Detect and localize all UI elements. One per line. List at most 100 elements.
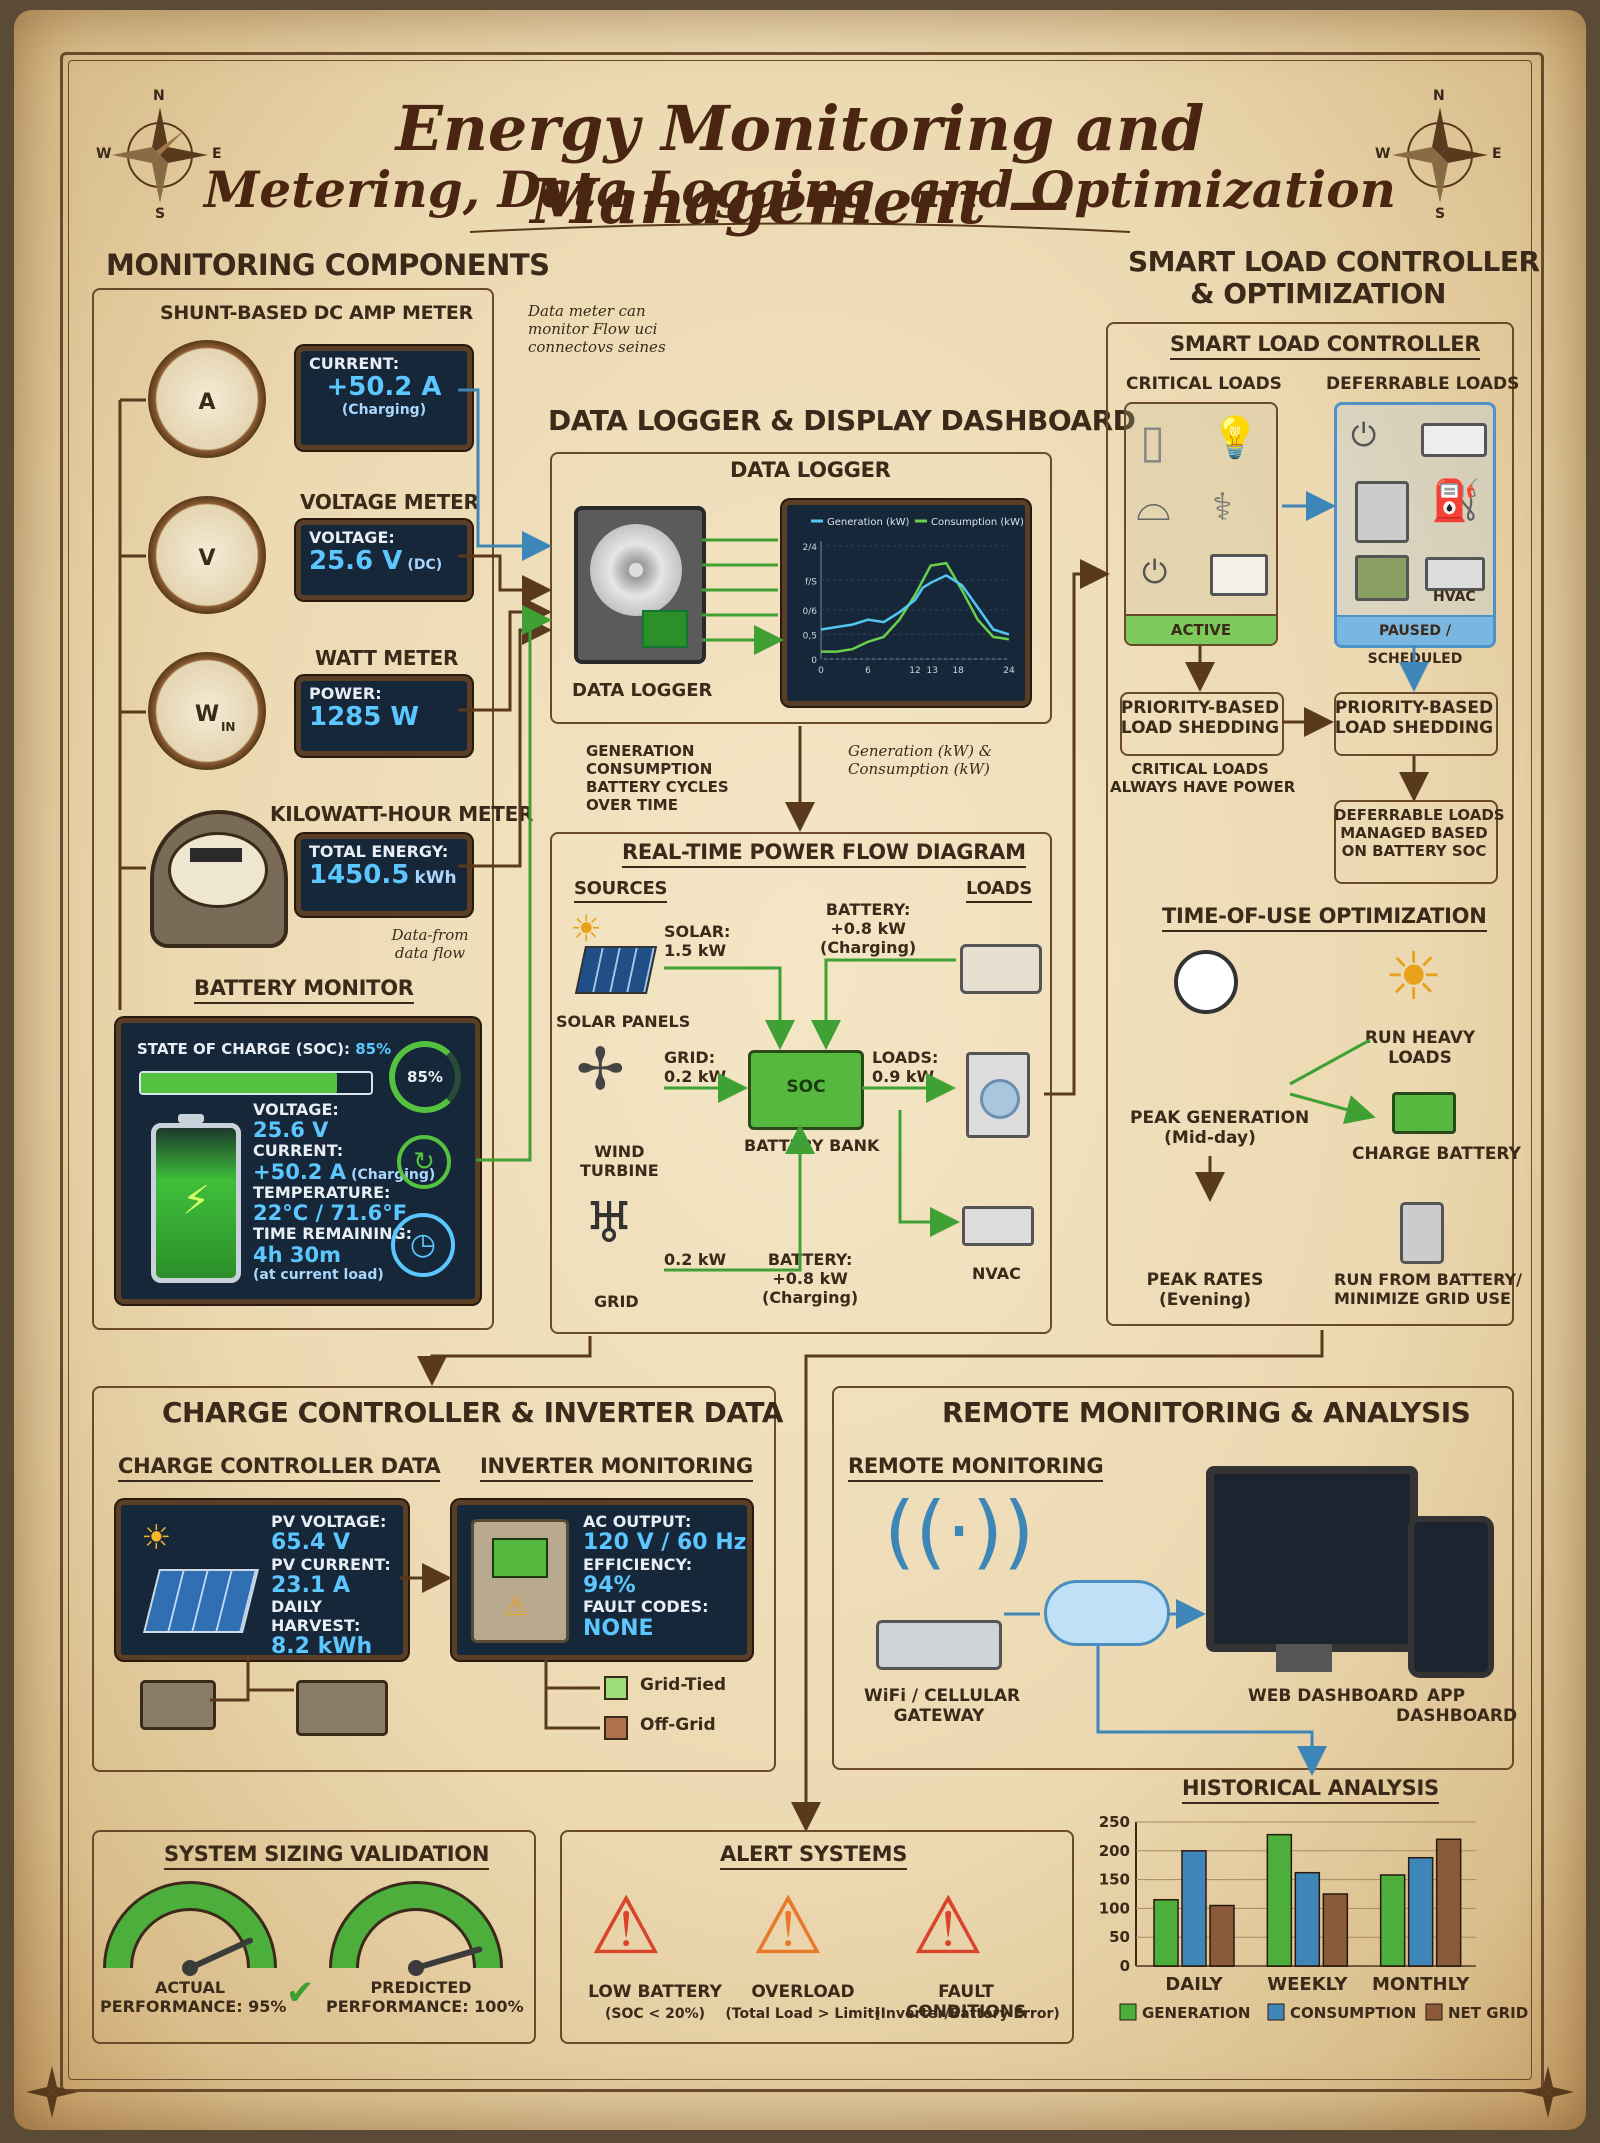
battery-monitor-title: BATTERY MONITOR <box>194 976 414 1004</box>
alert-sub: (Inverter/Battery Error) <box>874 2006 1060 2022</box>
predicted-performance-label: PREDICTED PERFORMANCE: 100% <box>326 1978 524 2017</box>
grid-tower-icon: ♅ <box>584 1191 635 1256</box>
log-item: GENERATION <box>586 742 695 760</box>
battery-current-key: CURRENT: <box>253 1141 344 1161</box>
compass-s-label: S <box>155 206 166 222</box>
shed-box-2 <box>1334 692 1498 756</box>
overload-alert-icon: ⚠ <box>752 1879 824 1972</box>
compass-right-icon <box>1392 107 1488 203</box>
hist-y-tick-label: 0 <box>1120 1957 1130 1975</box>
shed-box-1 <box>1120 692 1284 756</box>
monitor-icon <box>1210 554 1268 596</box>
hvac-icon <box>1425 557 1485 591</box>
thermostat-icon <box>1355 555 1409 601</box>
active-badge: ACTIVE <box>1126 614 1276 644</box>
x-tick-label: 6 <box>865 666 871 676</box>
deferrable-loads-box: ⏻ ⛽ HVAC PAUSED / SCHEDULED <box>1334 402 1496 667</box>
hist-legend-swatch <box>1267 2003 1285 2021</box>
lightbulb-icon: 💡 <box>1210 415 1260 461</box>
x-tick-label: 18 <box>952 666 964 676</box>
web-dashboard-label: WEB DASHBOARD <box>1248 1686 1419 1706</box>
powerflow-title: REAL-TIME POWER FLOW DIAGRAM <box>622 840 1026 868</box>
compass-e-label-right: E <box>1492 146 1502 162</box>
battery-bank-soc: SOC <box>786 1077 826 1097</box>
off-grid-label: Off-Grid <box>640 1715 716 1735</box>
critical-note: CRITICAL LOADS ALWAYS HAVE POWER <box>1110 760 1296 796</box>
hist-legend-swatch <box>1425 2003 1443 2021</box>
compass-n-label: N <box>153 88 165 104</box>
cc-screen: ☀ PV VOLTAGE: 65.4 V PV CURRENT: 23.1 A … <box>116 1500 408 1660</box>
battery-time: 4h 30m <box>253 1242 341 1267</box>
x-tick-label: 0 <box>818 666 824 676</box>
lamp-icon: ⌓ <box>1136 480 1171 531</box>
voltage-value: 25.6 V <box>309 546 403 577</box>
wind-label: WIND TURBINE <box>580 1142 659 1181</box>
pv-voltage-key: PV VOLTAGE: <box>271 1512 387 1531</box>
critical-loads-label: CRITICAL LOADS <box>1126 374 1282 394</box>
amp-gauge-letter: A <box>198 389 216 415</box>
ac-unit-icon <box>1421 423 1487 457</box>
ev-charger-icon: ⛽ <box>1431 478 1481 524</box>
tou-clock-icon <box>1174 950 1238 1014</box>
switch-icon-2: ⏻ <box>1351 416 1377 454</box>
gauge-needle <box>413 1946 483 1971</box>
remote-heading: REMOTE MONITORING & ANALYSIS <box>942 1396 1471 1429</box>
actual-performance-label: ACTUAL PERFORMANCE: 95% <box>100 1978 287 2017</box>
run-heavy-label: RUN HEAVY LOADS <box>1364 1028 1476 1069</box>
stethoscope-icon: ⚕ <box>1212 485 1233 529</box>
soc-bar <box>139 1071 373 1095</box>
battery-temp: 22°C / 71.6°F <box>253 1201 408 1226</box>
soc-label: STATE OF CHARGE (SOC): <box>137 1040 351 1058</box>
harvest-key: DAILY HARVEST: <box>271 1597 361 1635</box>
hist-category-label: WEEKLY <box>1267 1974 1348 1995</box>
compass-w-label-right: W <box>1375 146 1391 162</box>
y-tick-label: 0/6 <box>803 607 818 617</box>
deferrable-loads-label: DEFERRABLE LOADS <box>1326 374 1520 394</box>
gauge-arc <box>106 1884 274 1969</box>
monitor-stand <box>1276 1644 1332 1672</box>
battery-flow-top: BATTERY: +0.8 kW (Charging) <box>820 900 917 958</box>
hist-category-label: MONTHLY <box>1372 1974 1470 1995</box>
grid-value-bottom: 0.2 kW <box>664 1250 727 1269</box>
hist-y-tick-label: 50 <box>1109 1928 1130 1946</box>
soc-value: 85% <box>355 1040 392 1058</box>
watt-meter-title: WATT METER <box>315 646 459 670</box>
x-tick-label: 13 <box>927 666 938 676</box>
compass-s-label-right: S <box>1435 206 1446 222</box>
pv-voltage: 65.4 V <box>271 1530 350 1556</box>
shed-label-1: PRIORITY-BASED LOAD SHEDDING <box>1120 698 1280 739</box>
powerflow-panel <box>550 832 1052 1334</box>
compass-corner-br-icon <box>1522 2066 1574 2118</box>
watt-readout: POWER: 1285 W <box>296 676 472 756</box>
voltage-gauge-letter: V <box>198 545 216 571</box>
app-dashboard-label: APP DASHBOARD <box>1396 1686 1518 1727</box>
legend-generation: Generation (kW) <box>827 517 910 528</box>
inner-frame <box>68 60 1532 2080</box>
cc-readings: PV VOLTAGE: 65.4 V PV CURRENT: 23.1 A DA… <box>271 1512 403 1659</box>
logger-title: DATA LOGGER <box>730 458 891 482</box>
y-tick-label: 0 <box>811 656 817 666</box>
sizing-panel <box>92 1830 536 2044</box>
voltage-gauge-icon: V <box>148 496 266 614</box>
smart-panel <box>1106 322 1514 1326</box>
hist-y-tick-label: 100 <box>1099 1899 1130 1917</box>
gauge-needle <box>187 1937 254 1971</box>
ac-output-key: AC OUTPUT: <box>583 1512 692 1531</box>
amp-value: +50.2 A <box>326 372 442 403</box>
battery-large-icon: ⚡ <box>151 1114 241 1283</box>
pv-current-key: PV CURRENT: <box>271 1554 391 1574</box>
hist-bar-net-grid <box>1209 1904 1235 1967</box>
controller-device-icon <box>140 1680 216 1730</box>
note-data-meter: Data meter can monitor Flow uci connecto… <box>528 302 666 356</box>
voltage-readout: VOLTAGE: 25.6 V (DC) <box>296 520 472 600</box>
hist-bar-generation <box>1266 1833 1293 1967</box>
gauge-hub <box>408 1960 424 1976</box>
hvac-label: HVAC <box>1433 589 1476 605</box>
series-line-consumption <box>820 573 1010 636</box>
remote-panel <box>832 1386 1514 1770</box>
legend-consumption: Consumption (kW) <box>931 517 1024 528</box>
logger-heading: DATA LOGGER & DISPLAY DASHBOARD <box>548 404 1136 437</box>
